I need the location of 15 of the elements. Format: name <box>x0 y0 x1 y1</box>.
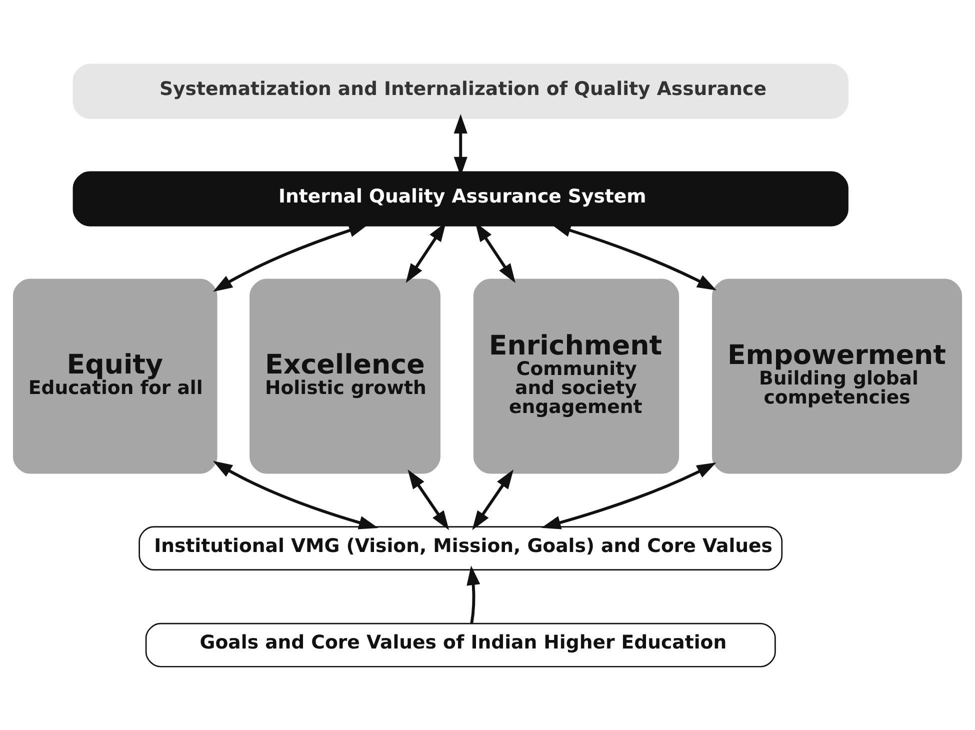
node-box: Systematization and Internalization of Quality Assurance <box>72 63 848 118</box>
node-box: Enrichment Community and society engagement <box>473 278 680 474</box>
node-box: Excellence Holistic growth <box>250 278 440 474</box>
node-box: Empowerment Building global competencies <box>712 278 962 474</box>
arrow <box>472 468 514 530</box>
arrow <box>541 462 716 529</box>
node-box: Institutional VMG (Vision, Mission, Goals) and Core Values <box>138 526 783 570</box>
arrow <box>551 223 717 290</box>
arrow <box>466 565 480 624</box>
node-box: Equity Education for all <box>12 278 218 474</box>
node-box: Internal Quality Assurance System <box>72 170 848 226</box>
arrow <box>213 223 368 292</box>
arrow <box>408 468 450 530</box>
arrow <box>212 460 378 529</box>
node-box: Goals and Core Values of Indian Higher Education <box>145 622 776 667</box>
